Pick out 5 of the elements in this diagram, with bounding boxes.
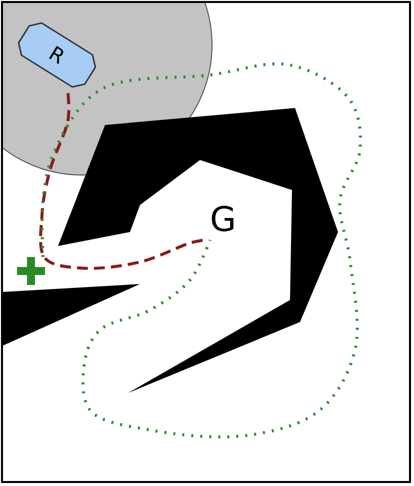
path-line — [40, 62, 362, 438]
cross-marker-icon — [17, 257, 45, 285]
goal-label: G — [210, 203, 236, 237]
node-label: R — [46, 42, 68, 68]
path-line — [39, 93, 204, 270]
